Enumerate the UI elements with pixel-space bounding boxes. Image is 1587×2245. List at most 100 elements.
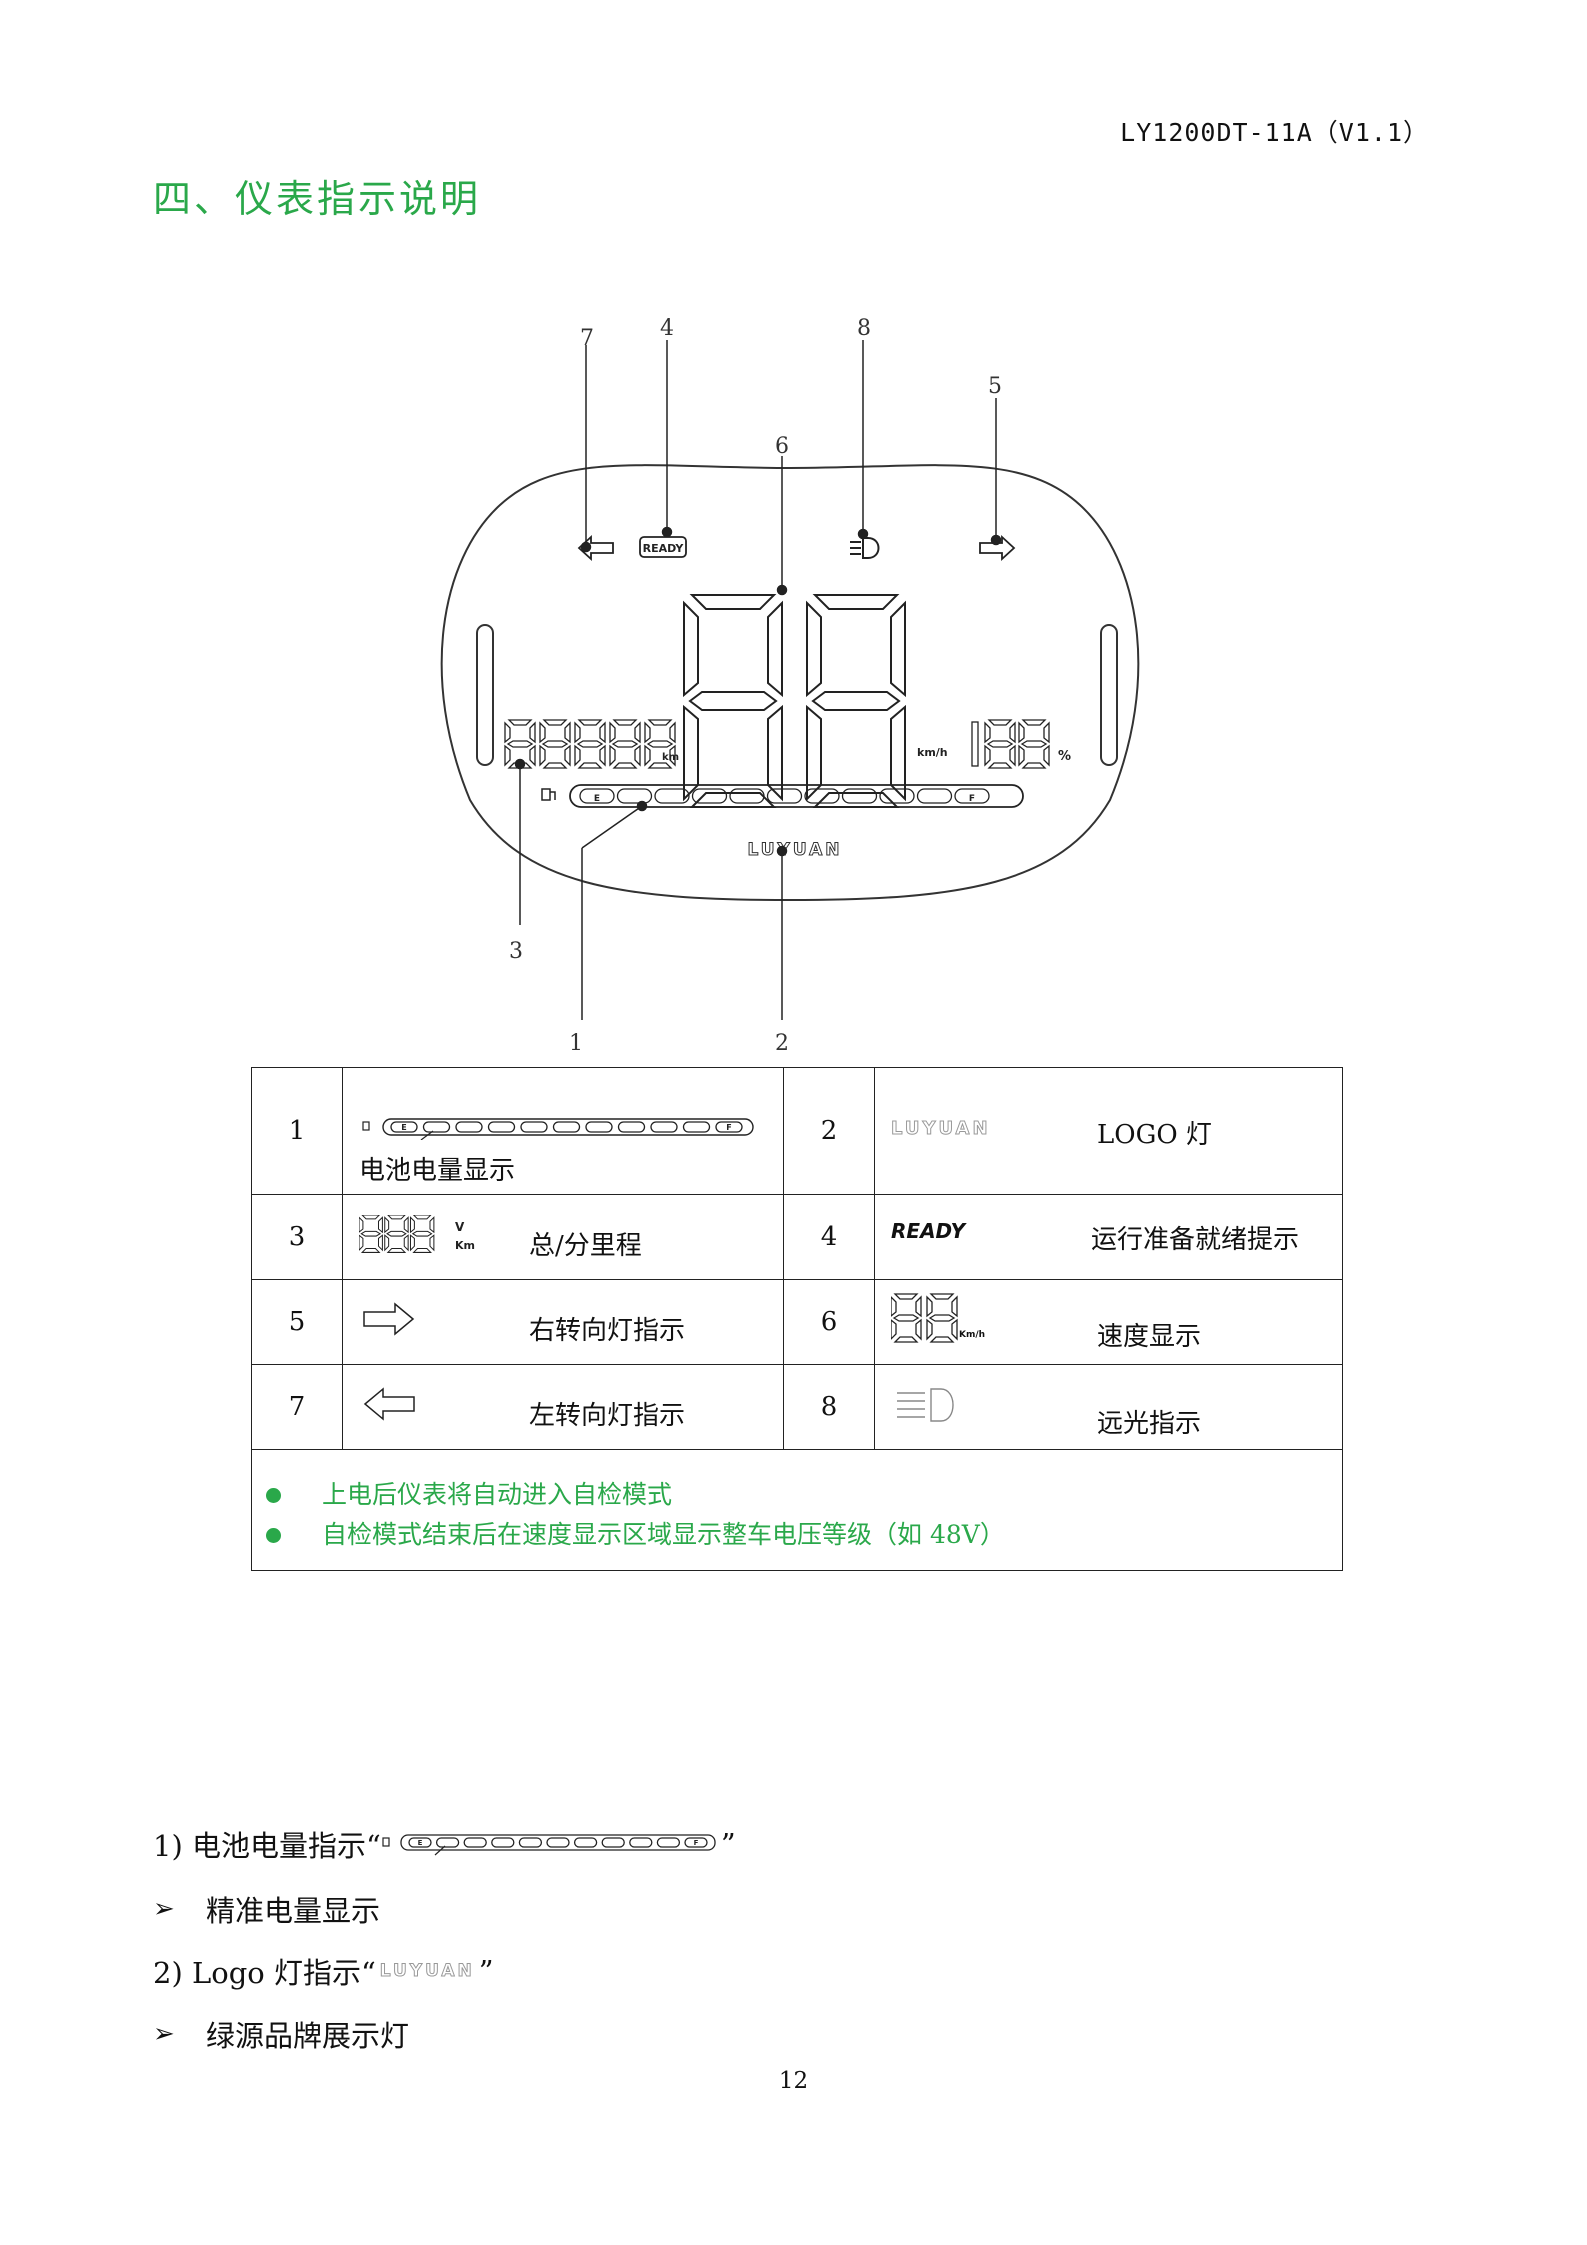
battery-cell (650, 1121, 678, 1133)
high-beam-table-icon (897, 1388, 954, 1422)
callout-3: 3 (509, 939, 523, 964)
table-row: 3 V Km 总/分里程 4 READY 运行准备就绪提示 (251, 1194, 1343, 1280)
svg-text:Km: Km (455, 1239, 475, 1252)
battery-cell (841, 788, 878, 804)
odo-digit-2 (539, 719, 571, 769)
ready-icon: READY (639, 536, 687, 558)
battery-cell (422, 1121, 451, 1133)
percent-sign: % (1058, 749, 1071, 764)
battery-cell (408, 1837, 432, 1848)
speed-unit: km/h (917, 746, 948, 759)
table-row: 5 右转向灯指示 6 Km/h 速度显示 (251, 1279, 1343, 1365)
battery-cell (684, 1837, 708, 1848)
dashboard-outline (440, 464, 1140, 902)
battery-full-label: F (726, 1123, 731, 1132)
bullet-icon (266, 1528, 281, 1543)
battery-cell (601, 1837, 625, 1848)
battery-cell (490, 1837, 515, 1848)
arrow-bullet-icon: ➢ (153, 1894, 175, 1924)
list-item: ➢ 绿源品牌展示灯 (153, 2019, 410, 2053)
speed-digit-2 (806, 594, 906, 808)
note-item: 自检模式结束后在速度显示区域显示整车电压等级（如 48V） (252, 1515, 1342, 1555)
speed-unit-icon: Km/h (959, 1330, 986, 1340)
battery-cell (390, 1121, 418, 1133)
odometer-unit: km (662, 752, 679, 763)
battery-empty-label: E (417, 1839, 422, 1847)
luyuan-logo-icon: LUYUAN (891, 1118, 991, 1140)
ready-hint-label: 运行准备就绪提示 (1091, 1225, 1300, 1255)
battery-cell (579, 788, 615, 804)
high-beam-icon (850, 537, 880, 559)
item-number: 3 (251, 1194, 343, 1280)
battery-cell (954, 788, 990, 804)
battery-cell (487, 1121, 516, 1133)
callout-6: 6 (775, 434, 789, 459)
table-row: 7 左转向灯指示 8 远光指示 (251, 1364, 1343, 1450)
bullet-icon (266, 1488, 281, 1503)
callout-2: 2 (775, 1031, 789, 1056)
odo-digit-3 (574, 719, 606, 769)
list-item: 2) Logo 灯指示“ LUYUAN ” (153, 1954, 494, 1990)
luyuan-logo-inline: LUYUAN (379, 1961, 475, 1982)
battery-cell (520, 1121, 548, 1133)
battery-cell (729, 788, 765, 804)
right-turn-label: 右转向灯指示 (529, 1316, 686, 1346)
arrow-bullet-icon: ➢ (153, 2019, 175, 2049)
battery-cell (766, 788, 803, 804)
battery-cell (879, 788, 915, 804)
callout-4: 4 (660, 316, 674, 341)
svg-text:READY: READY (643, 542, 685, 555)
speed-display-label: 速度显示 (1097, 1322, 1202, 1352)
battery-cell (435, 1837, 460, 1848)
left-turn-icon (577, 534, 614, 562)
odometer-icon: V Km (359, 1215, 475, 1253)
note-item: 上电后仪表将自动进入自检模式 (252, 1475, 1342, 1515)
speed-digit-1 (683, 594, 783, 808)
odo-digit-4 (609, 719, 641, 769)
battery-empty-label: E (401, 1123, 406, 1132)
percent-digit-2 (1018, 719, 1050, 769)
battery-cell (617, 1121, 646, 1133)
battery-full-label: F (693, 1839, 698, 1847)
battery-cell (804, 788, 840, 804)
battery-cell (518, 1837, 542, 1848)
battery-cell (552, 1121, 581, 1133)
item-number: 6 (783, 1279, 875, 1365)
callout-7: 7 (580, 326, 594, 351)
table-row: 上电后仪表将自动进入自检模式 自检模式结束后在速度显示区域显示整车电压等级（如 … (251, 1449, 1343, 1571)
fuel-icon (541, 788, 556, 801)
right-turn-icon (979, 534, 1016, 562)
battery-empty-label: E (594, 794, 600, 804)
battery-cell (616, 788, 653, 804)
battery-cell (573, 1837, 598, 1848)
battery-cell (546, 1837, 570, 1848)
section-title: 四、仪表指示说明 (153, 177, 482, 221)
item-number: 4 (783, 1194, 875, 1280)
left-turn-label: 左转向灯指示 (529, 1401, 686, 1431)
list-item: ➢ 精准电量显示 (153, 1894, 381, 1928)
percent-digit-1 (984, 719, 1016, 769)
left-turn-arrow-icon (363, 1387, 415, 1421)
battery-cell (682, 1121, 711, 1133)
document-code: LY1200DT-11A（V1.1） (1120, 118, 1429, 147)
item-number: 2 (783, 1067, 875, 1195)
callout-8: 8 (857, 316, 871, 341)
ready-icon: READY (891, 1219, 966, 1243)
page-number: 12 (778, 2068, 809, 2094)
item-number: 7 (251, 1364, 343, 1450)
left-side-bar (476, 624, 494, 766)
item-number: 1 (251, 1067, 343, 1195)
battery-cell (654, 788, 690, 804)
right-side-bar (1100, 624, 1118, 766)
right-turn-arrow-icon (363, 1302, 415, 1336)
luyuan-logo: LUYUAN (747, 840, 842, 860)
item-number: 8 (783, 1364, 875, 1450)
high-beam-label: 远光指示 (1097, 1409, 1202, 1439)
